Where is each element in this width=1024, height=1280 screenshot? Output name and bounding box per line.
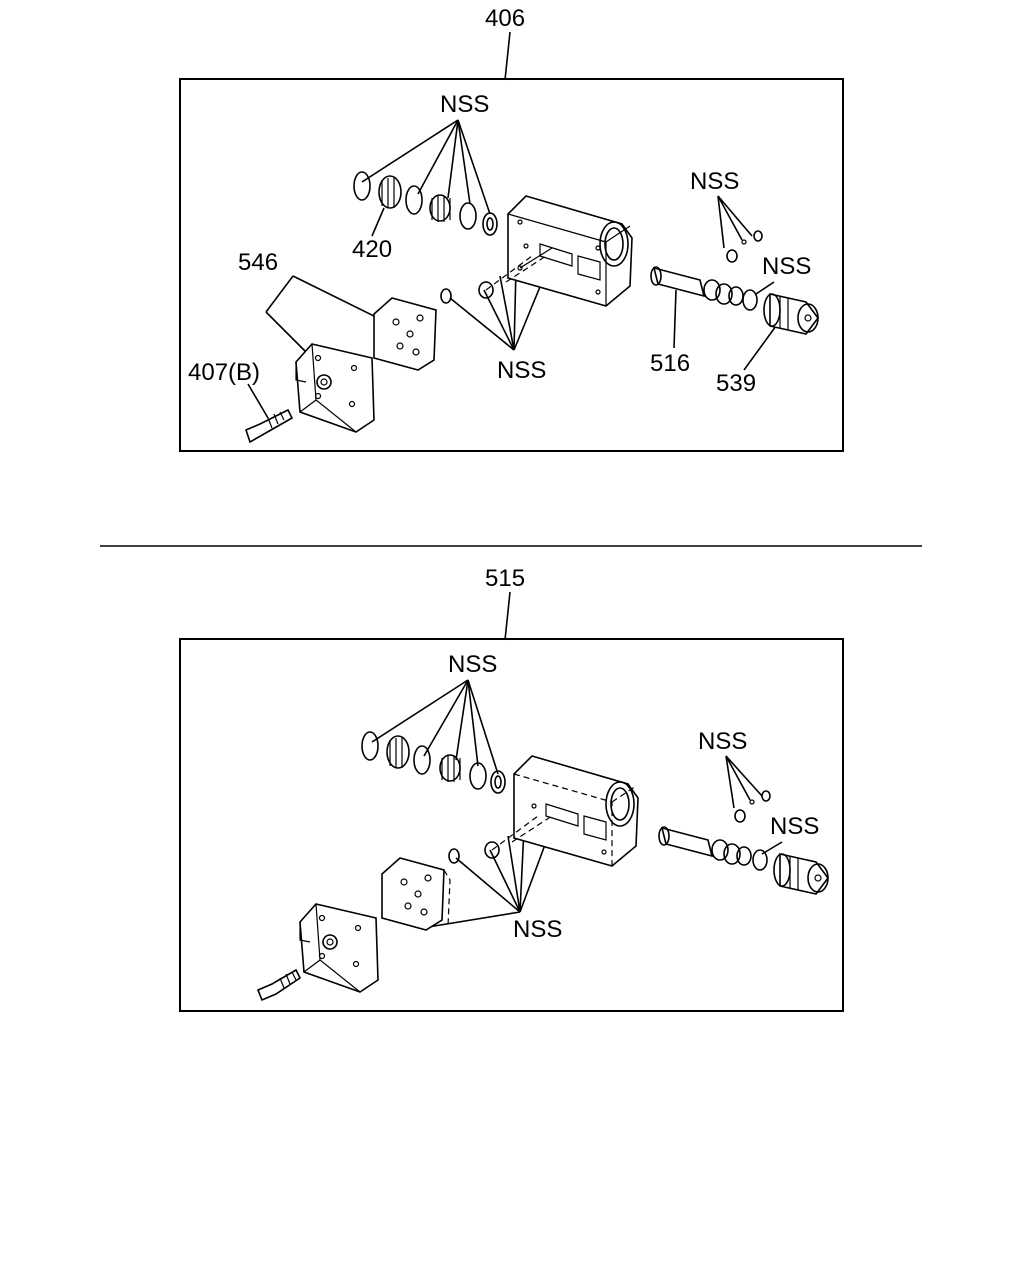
leader-lines-upper xyxy=(247,119,777,419)
o-ring-icon xyxy=(469,762,487,790)
callout-420: 420 xyxy=(352,236,392,263)
assembly-frame-515 xyxy=(179,638,844,1012)
upper-assembly-406: 406 NSS 420 546 407(B) NSS NSS NSS 516 5… xyxy=(179,5,844,452)
callout-nss-valve: NSS xyxy=(690,168,739,195)
spring-icon xyxy=(439,754,461,782)
valve-spool-lower xyxy=(658,790,829,895)
callout-nss-valve-lower: NSS xyxy=(698,728,747,755)
o-ring-icon xyxy=(413,745,431,775)
callout-nss-top: NSS xyxy=(440,91,489,118)
check-ball-icon xyxy=(478,281,494,299)
plug-icon xyxy=(734,809,746,823)
o-ring-icon xyxy=(440,288,452,304)
assembly-frame-406 xyxy=(179,78,844,452)
leader-lines-lower xyxy=(371,679,783,929)
plug-icon xyxy=(753,230,763,242)
plug-icon xyxy=(726,249,738,263)
o-ring-icon xyxy=(742,289,758,311)
seal-icon xyxy=(482,212,498,236)
small-parts-center-lower xyxy=(448,815,553,864)
callout-539: 539 xyxy=(716,370,756,397)
callout-nss-plug: NSS xyxy=(762,253,811,280)
assembly-label-406: 406 xyxy=(485,5,525,32)
valve-body-upper xyxy=(507,195,633,307)
seal-stack-upper xyxy=(353,171,498,236)
check-ball-icon xyxy=(484,841,500,859)
callout-nss-top-lower: NSS xyxy=(448,651,497,678)
snap-ring-icon xyxy=(353,171,371,201)
callout-nss-center-lower: NSS xyxy=(513,916,562,943)
end-cover-upper xyxy=(245,297,437,444)
callout-516: 516 xyxy=(650,350,690,377)
callout-407b: 407(B) xyxy=(188,359,260,386)
bolt-icon xyxy=(256,968,302,1002)
snap-ring-icon xyxy=(361,731,379,761)
callout-nss-center: NSS xyxy=(497,357,546,384)
seal-icon xyxy=(490,770,506,794)
spring-icon xyxy=(429,194,451,222)
valve-spool-upper xyxy=(650,230,819,335)
assembly-leader-515 xyxy=(504,591,511,641)
o-ring-icon xyxy=(405,185,423,215)
assembly-label-515: 515 xyxy=(485,565,525,592)
o-ring-icon xyxy=(448,848,460,864)
o-ring-icon xyxy=(459,202,477,230)
spring-icon xyxy=(378,175,402,209)
small-parts-center-upper xyxy=(440,247,553,304)
valve-body-lower xyxy=(513,755,639,867)
o-ring-icon xyxy=(752,849,768,871)
callout-546: 546 xyxy=(238,249,278,276)
spring-icon xyxy=(386,735,410,769)
seal-stack-lower xyxy=(361,731,506,794)
callout-nss-plug-lower: NSS xyxy=(770,813,819,840)
plug-icon xyxy=(761,790,771,802)
bolt-icon xyxy=(245,408,294,444)
lower-assembly-515: 515 NSS NSS NSS NSS xyxy=(179,565,844,1012)
assembly-leader-406 xyxy=(504,31,511,81)
end-cover-lower xyxy=(256,857,451,1002)
